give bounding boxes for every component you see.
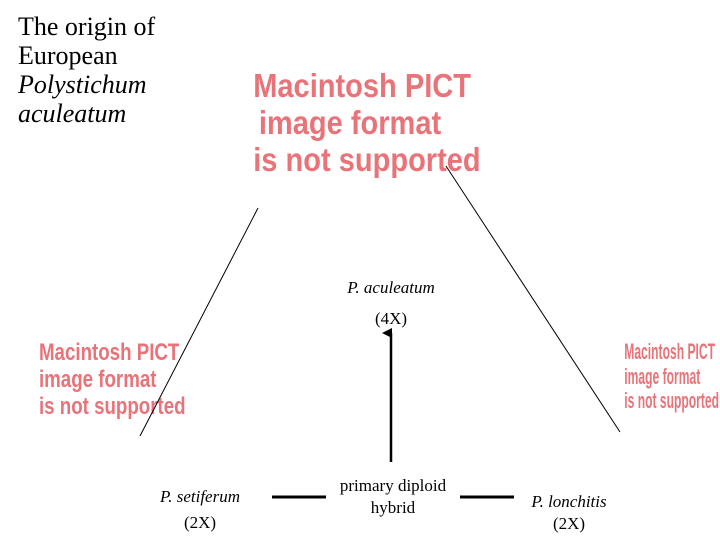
node-aculeatum: P. aculeatum (4X) (330, 277, 452, 330)
node-setiferum: P. setiferum (2X) (148, 486, 252, 534)
pict-line-1: Macintosh PICT (253, 67, 472, 104)
node-setiferum-ploidy: (2X) (183, 513, 217, 532)
pict-line-2: image format (38, 365, 157, 393)
connector-left-diagonal (139, 207, 259, 437)
node-lonchitis-name: P. lonchitis (531, 492, 607, 511)
pict-line-3: is not supported (253, 140, 481, 178)
title-line-3: Polystichum (18, 70, 147, 99)
title-line-4: aculeatum (18, 99, 127, 128)
node-hybrid: primary diploid hybrid (322, 475, 464, 519)
slide-title: The origin of European Polystichum acule… (18, 12, 155, 128)
title-line-2: European (18, 41, 118, 70)
node-setiferum-name: P. setiferum (160, 487, 240, 506)
node-aculeatum-name: P. aculeatum (347, 278, 435, 297)
node-lonchitis: P. lonchitis (2X) (514, 491, 624, 535)
node-lonchitis-ploidy: (2X) (552, 514, 586, 533)
node-aculeatum-ploidy: (4X) (374, 309, 408, 328)
connector-right-diagonal (445, 165, 621, 433)
pict-line-2: image format (258, 103, 442, 141)
pict-placeholder-top: Macintosh PICT image format is not suppo… (253, 67, 481, 179)
title-line-1: The origin of (18, 12, 156, 41)
node-hybrid-line-2: hybrid (370, 498, 416, 517)
node-hybrid-line-1: primary diploid (339, 476, 447, 495)
